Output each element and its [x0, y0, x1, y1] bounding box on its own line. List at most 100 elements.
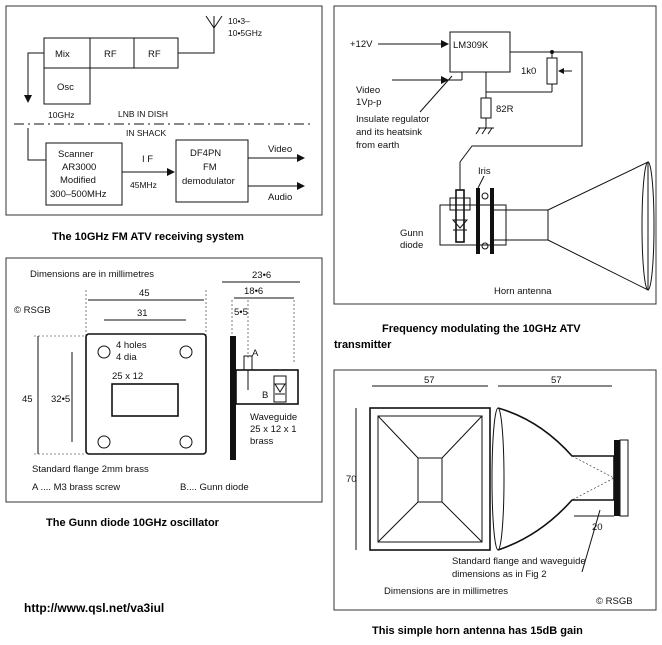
horn-side-taper: [571, 455, 615, 501]
supply-label: +12V: [350, 39, 373, 50]
rf1-label: RF: [104, 49, 117, 60]
diode-b-symbol: [274, 383, 286, 395]
dim-45v-label: 45: [22, 394, 33, 405]
osc-label: Osc: [57, 82, 74, 93]
scanner-line-3: Modified: [60, 175, 96, 186]
flange-plate: [85, 333, 207, 455]
flange-label: Standard flange 2mm brass: [32, 464, 149, 475]
dim-186-label: 18•6: [244, 286, 263, 297]
demod-line-1: DF4PN: [190, 148, 221, 159]
video-out-label: Video: [268, 144, 292, 155]
diode-b-body: [273, 375, 287, 403]
receiver-frame: [5, 5, 323, 216]
flange-bolt: [481, 192, 489, 200]
note-line-3: from earth: [356, 140, 399, 151]
cavity-body: [439, 204, 507, 246]
regulator-label: LM309K: [453, 40, 489, 51]
horn-diagram: 57 70 57 20 Standard flange and waveguid…: [333, 369, 657, 637]
side-waveguide: [235, 369, 299, 405]
transmitter-caption-1: Frequency modulating the 10GHz ATV: [382, 323, 581, 335]
dim-70-label: 70: [346, 474, 357, 485]
dim-31-label: 31: [137, 308, 148, 319]
flange-bolt: [481, 242, 489, 250]
note-line-2: and its heatsink: [356, 127, 422, 138]
transmitter-frame: [333, 5, 657, 305]
horn-front-inner: [377, 415, 483, 543]
video-level-label: 1Vp-p: [356, 97, 381, 108]
horn-note-leader: [581, 509, 601, 573]
legend-b: B.... Gunn diode: [180, 482, 249, 493]
iris-label: Iris: [478, 166, 491, 177]
dim-20-label: 20: [592, 522, 603, 533]
dim-45-label: 45: [139, 288, 150, 299]
pot-label: 1k0: [521, 66, 536, 77]
iris-leader: [477, 175, 485, 189]
horn-note-2: dimensions as in Fig 2: [452, 569, 547, 580]
horn-flange: [614, 440, 620, 516]
demod-line-3: demodulator: [182, 176, 235, 187]
regulator-block: [449, 31, 511, 73]
horn-flange-rim: [619, 439, 629, 517]
horn-caption: This simple horn antenna has 15dB gain: [372, 625, 583, 637]
dim-325-label: 32•5: [51, 394, 70, 405]
waveguide-label-1: Waveguide: [250, 412, 297, 423]
osc-copyright: © RSGB: [14, 305, 51, 316]
ground-icon: [475, 127, 494, 135]
adj-line: [485, 72, 552, 93]
gunn-label-2: diode: [400, 240, 423, 251]
shack-label: IN SHACK: [126, 128, 166, 138]
receiver-caption: The 10GHz FM ATV receiving system: [52, 231, 244, 243]
horn-mouth: [641, 161, 655, 291]
horn-dims-note: Dimensions are in millimetres: [384, 586, 508, 597]
waveguide-label-2: 25 x 12 x 1: [250, 424, 296, 435]
legend-a: A .... M3 brass screw: [32, 482, 120, 493]
if-freq-label: 45MHz: [130, 180, 157, 190]
holes-label-2: 4 dia: [116, 352, 137, 363]
horn-front-edges: [377, 415, 483, 543]
note-line-1: Insulate regulator: [356, 114, 429, 125]
pot-resistor: [546, 57, 558, 85]
scanner-line-1: Scanner: [58, 149, 93, 160]
iris-plate: [476, 188, 480, 254]
horn-side-mouth: [491, 407, 505, 551]
gunn-label-1: Gunn: [400, 228, 423, 239]
horn-label: Horn antenna: [494, 286, 552, 297]
antenna-freq-2: 10•5GHz: [228, 28, 262, 38]
side-flange: [230, 336, 236, 460]
note-leader: [419, 75, 453, 113]
video-in-label: Video: [356, 85, 380, 96]
receiver-diagram: Mix RF RF Osc 10GHz 10•3– 10•5GHz LNB IN…: [5, 5, 323, 243]
dim-236-label: 23•6: [252, 270, 271, 281]
demod-block: [175, 139, 249, 203]
audio-out-label: Audio: [268, 192, 292, 203]
scanner-feed-line: [27, 128, 46, 161]
demod-line-2: FM: [203, 162, 217, 173]
dim-55-label: 5•5: [234, 307, 248, 318]
horn-front-outer: [369, 407, 491, 551]
gunn-diode-symbol: [451, 219, 469, 231]
mix-output-line: [27, 52, 44, 100]
scanner-block: [45, 142, 123, 206]
scanner-line-2: AR3000: [62, 162, 96, 173]
mix-label: Mix: [55, 49, 70, 60]
flange-hole: [179, 345, 193, 359]
flange-hole: [179, 435, 193, 449]
horn-front-throat: [417, 457, 443, 503]
horn-note-1: Standard flange and waveguide: [452, 556, 586, 567]
regulator-output-line: [459, 51, 583, 190]
flange-hole: [97, 435, 111, 449]
slot-label: 25 x 12: [112, 371, 143, 382]
bias-resistor: [480, 97, 492, 119]
horn-outline: [494, 161, 649, 291]
dim-57a-label: 57: [424, 375, 435, 386]
waveguide-slot: [111, 383, 179, 417]
screw-a-head: [243, 355, 253, 371]
gunn-mount: [455, 189, 465, 243]
label-a: A: [252, 348, 259, 359]
osc-freq-label: 10GHz: [48, 110, 74, 120]
antenna-feed: [178, 26, 215, 54]
label-b: B: [262, 390, 268, 401]
transmitter-diagram: +12V LM309K 1k0 82R Video 1Vp-p Insulate…: [333, 5, 657, 351]
flange-hole: [97, 345, 111, 359]
